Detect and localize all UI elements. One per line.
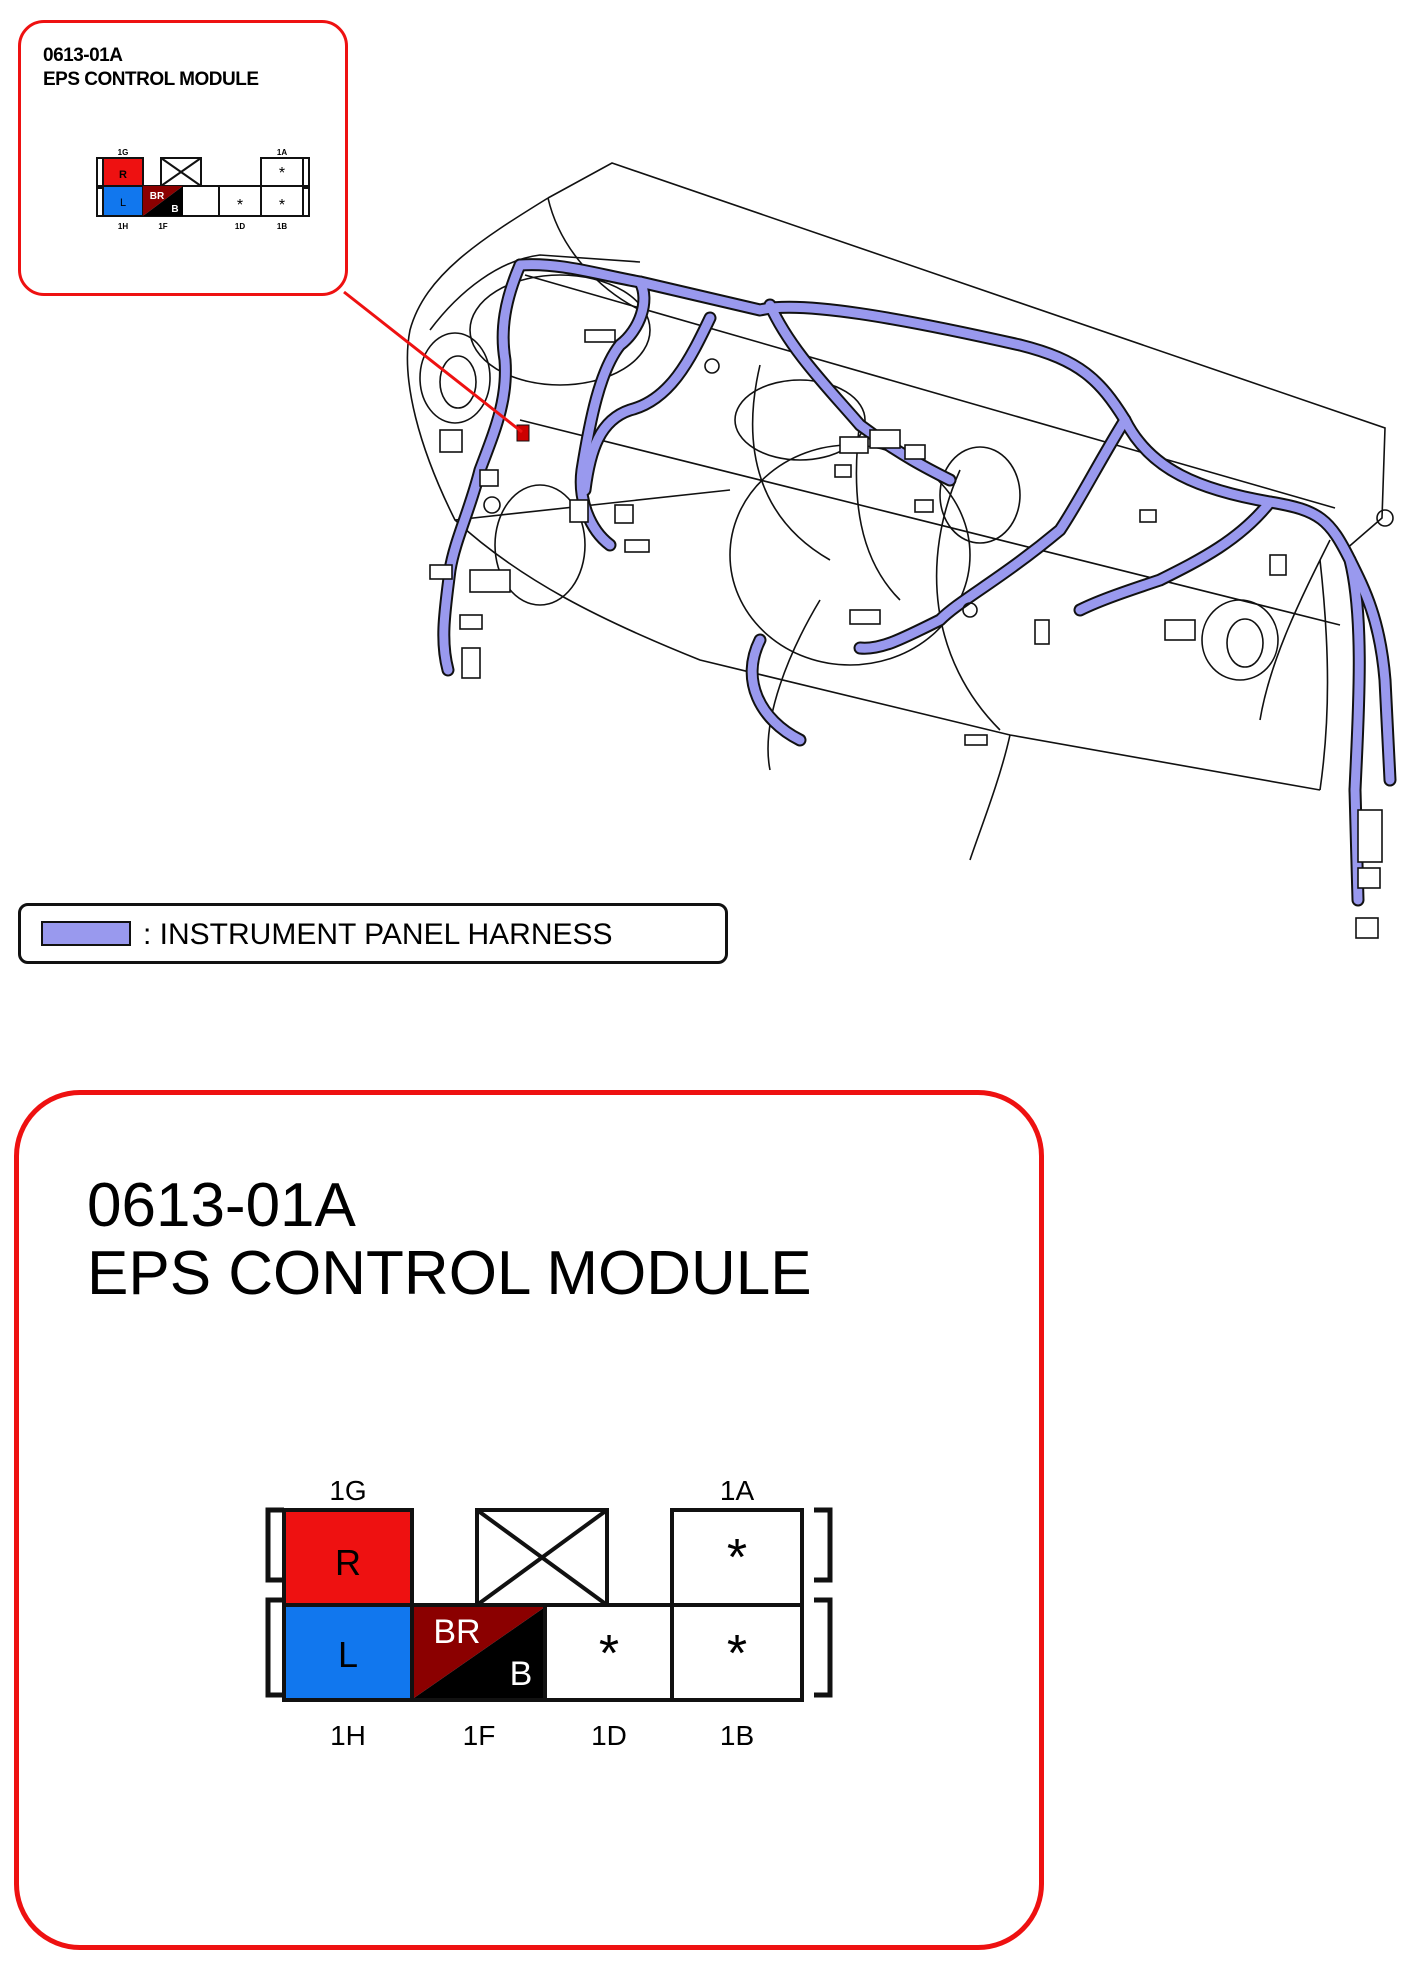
pin-1f-stripe-label-small: BR	[150, 191, 165, 202]
callout-code: 0613-01A	[43, 45, 123, 66]
harness-legend: : INSTRUMENT PANEL HARNESS	[18, 903, 728, 964]
pin-id-1f-small: 1F	[158, 222, 167, 231]
pin-id-1a-small: 1A	[277, 148, 287, 157]
pin-id-1f: 1F	[463, 1720, 496, 1751]
pin-1f-stripe-label: BR	[433, 1613, 480, 1651]
pin-1h	[282, 1603, 414, 1702]
pin-id-1g: 1G	[329, 1475, 366, 1506]
pin-1d-mark-small: *	[237, 197, 243, 214]
pin-1h-color-small: L	[120, 197, 126, 209]
pin-id-1d: 1D	[591, 1720, 627, 1751]
connector-face-large: R * L BR B * * 1G 1A 1H 1F 1D 1B	[265, 1475, 833, 1751]
pin-1d-mark: *	[599, 1625, 619, 1683]
callout-name: EPS CONTROL MODULE	[43, 69, 259, 90]
pin-id-1d-small: 1D	[235, 222, 245, 231]
panel-outline	[406, 162, 1386, 861]
pin-id-1a: 1A	[720, 1475, 755, 1506]
pin-1b-mark-small: *	[279, 197, 285, 214]
pin-id-1g-small: 1G	[118, 148, 129, 157]
pin-1a	[670, 1508, 804, 1607]
pin-1a-mark-small: *	[279, 165, 285, 182]
pin-1a-mark: *	[727, 1529, 747, 1587]
connector-callout-large: 0613-01A EPS CONTROL MODULE R * L BR B *	[14, 1090, 1044, 1950]
harness-connectors	[429, 329, 1383, 939]
connector-callout-small: 0613-01A EPS CONTROL MODULE R * L BR B *…	[18, 20, 348, 296]
pin-1h-color: L	[338, 1634, 358, 1675]
harness-color-swatch	[41, 921, 131, 946]
pin-1g-color: R	[335, 1542, 361, 1583]
callout-leader-line	[343, 290, 523, 434]
pin-1f-base-label: B	[510, 1655, 533, 1693]
connector-locator-marker	[516, 424, 530, 442]
pin-1g-color-small: R	[119, 169, 127, 181]
connector-face-small: R * L BR B * * 1G 1A 1H 1F 1D 1B	[96, 148, 310, 231]
pin-1f-base-label-small: B	[171, 204, 178, 215]
connector-name-title: EPS CONTROL MODULE	[87, 1239, 812, 1308]
pin-id-1h: 1H	[330, 1720, 366, 1751]
connector-code-title: 0613-01A	[87, 1171, 356, 1240]
pin-1b-mark: *	[727, 1625, 747, 1683]
pin-id-1b: 1B	[720, 1720, 754, 1751]
pin-id-1h-small: 1H	[118, 222, 128, 231]
pin-id-1b-small: 1B	[277, 222, 287, 231]
legend-label: : INSTRUMENT PANEL HARNESS	[143, 918, 613, 951]
